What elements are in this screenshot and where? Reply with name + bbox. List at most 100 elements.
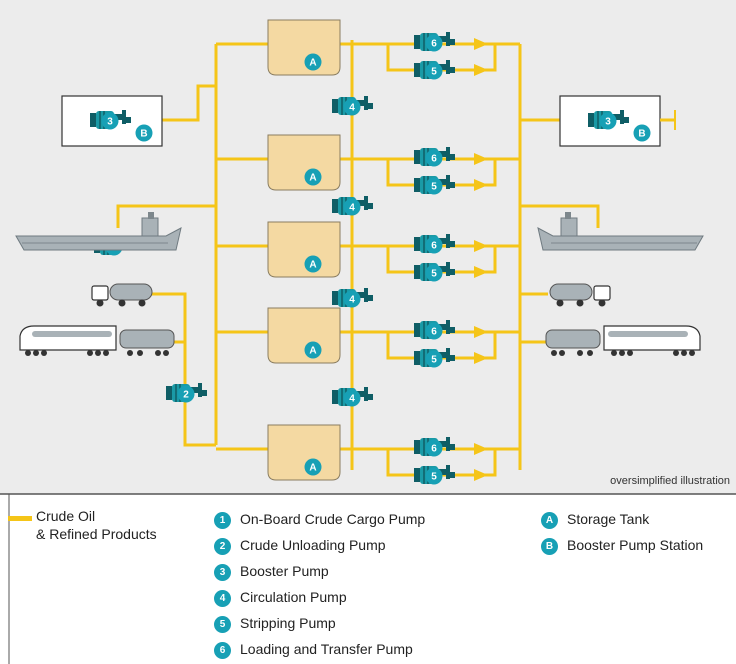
legend-pipe-label: Crude Oil & Refined Products — [36, 507, 157, 543]
train-wheel — [41, 350, 47, 356]
flow-arrow — [474, 352, 488, 364]
pump-flange — [414, 265, 420, 279]
pump-flange — [414, 178, 420, 192]
badge-circle — [425, 264, 443, 282]
pump-nozzle — [450, 269, 455, 275]
pump-badge: 3 — [599, 112, 617, 130]
pump-flange — [414, 440, 420, 454]
locomotive-window-strip — [608, 331, 688, 337]
flow-arrow — [474, 443, 488, 455]
pump-outlet — [438, 262, 450, 276]
pipe-segment — [520, 204, 600, 228]
pump-badge: 5 — [425, 264, 443, 282]
badge-circle — [343, 98, 361, 116]
legend-badge: 3 — [214, 564, 231, 581]
pipe-segment — [150, 292, 216, 447]
tanker-truck-right — [549, 283, 611, 307]
booster-station-left: 3B — [61, 95, 163, 147]
pump-outlet — [438, 60, 450, 74]
pump: 5 — [414, 60, 455, 80]
legend-badge: B — [541, 538, 558, 555]
badge-text: 5 — [431, 269, 437, 280]
badge-circle — [343, 290, 361, 308]
flow-arrow — [474, 266, 488, 278]
locomotive-body — [603, 325, 701, 351]
pump-outlet — [438, 348, 450, 362]
pump: 2 — [166, 383, 207, 403]
ship-bridge — [560, 217, 578, 237]
badge-circle — [425, 236, 443, 254]
tanker-ship-left — [15, 212, 182, 251]
rail-tank-car — [119, 329, 175, 349]
badge-text: 4 — [349, 103, 355, 114]
legend-pump-label: Stripping Pump — [240, 615, 336, 631]
pump-nozzle — [202, 390, 207, 396]
pump-nozzle — [368, 103, 373, 109]
truck-wheel — [576, 299, 584, 307]
legend-facility-label: Booster Pump Station — [567, 537, 704, 553]
pump: 6 — [414, 32, 455, 52]
pump-outlet — [438, 465, 450, 479]
pump-badge: 5 — [425, 350, 443, 368]
pump-nozzle — [624, 117, 629, 123]
pump: 3 — [588, 110, 629, 130]
badge-circle — [425, 439, 443, 457]
badge-text: 6 — [431, 444, 437, 455]
badge-circle — [343, 389, 361, 407]
rail-tank-car — [545, 329, 601, 349]
train-wheel — [95, 350, 101, 356]
tank-body — [267, 221, 341, 278]
truck-wheel — [96, 299, 104, 307]
badge-circle — [425, 149, 443, 167]
tank-badge: A — [304, 458, 322, 476]
train-wheel — [33, 350, 39, 356]
badge-circle — [101, 112, 119, 130]
badge-circle — [177, 385, 195, 403]
legend-badge: A — [541, 512, 558, 529]
booster-station-right: 3B — [559, 95, 661, 147]
badge-text: 5 — [431, 472, 437, 483]
badge-circle — [599, 112, 617, 130]
train-wheel — [627, 350, 633, 356]
tank-badge: A — [304, 53, 322, 71]
truck-tank — [109, 283, 153, 301]
badge-circle — [343, 198, 361, 216]
storage-tank: A — [267, 307, 341, 364]
pump-nozzle — [450, 39, 455, 45]
train-wheel — [155, 350, 161, 356]
station-badge: B — [633, 124, 651, 142]
tank-badge: A — [304, 255, 322, 273]
tank-body — [267, 19, 341, 76]
train-wheel — [127, 350, 133, 356]
pump-badge: 6 — [425, 439, 443, 457]
badge-circle — [304, 255, 322, 273]
pump-outlet — [438, 234, 450, 248]
truck-wheel — [138, 299, 146, 307]
flow-arrow — [474, 153, 488, 165]
pump-outlet — [438, 32, 450, 46]
pump-outlet — [356, 387, 368, 401]
badge-text: A — [309, 346, 316, 357]
pipe-segment — [116, 204, 216, 228]
truck-wheel — [556, 299, 564, 307]
badge-text: 5 — [431, 182, 437, 193]
pump-badge: 4 — [343, 389, 361, 407]
pump-outlet — [190, 383, 202, 397]
badge-text: A — [309, 173, 316, 184]
pump: 5 — [414, 465, 455, 485]
badge-text: A — [309, 58, 316, 69]
ship-hull — [15, 227, 182, 251]
pump-outlet — [356, 288, 368, 302]
legend-pipe-label-line2: & Refined Products — [36, 526, 157, 542]
flow-arrow — [474, 64, 488, 76]
legend-pump-label: Circulation Pump — [240, 589, 347, 605]
train-wheel — [559, 350, 565, 356]
badge-text: 6 — [431, 327, 437, 338]
badge-circle — [304, 53, 322, 71]
badge-text: A — [309, 260, 316, 271]
tank-body — [267, 307, 341, 364]
